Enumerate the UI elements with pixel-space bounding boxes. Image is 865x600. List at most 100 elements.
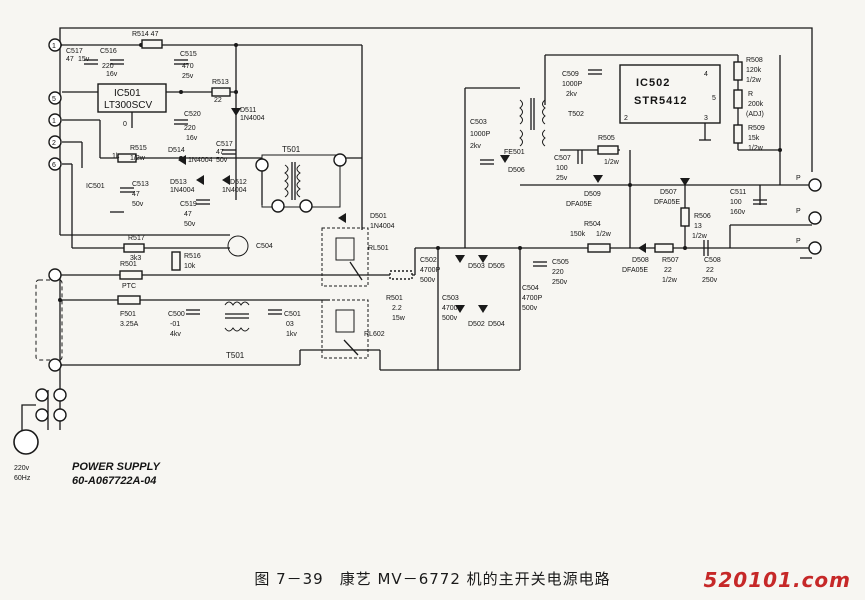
svg-text:C507: C507	[554, 155, 571, 162]
components	[84, 39, 812, 315]
connector-pin: 6	[48, 157, 62, 171]
svg-text:D505: D505	[488, 263, 505, 270]
svg-text:C517: C517	[66, 48, 83, 55]
svg-text:5: 5	[712, 95, 716, 102]
svg-text:1/2w: 1/2w	[662, 277, 678, 284]
svg-text:1N4004: 1N4004	[170, 187, 195, 194]
svg-text:250v: 250v	[702, 277, 718, 284]
svg-text:5: 5	[52, 96, 56, 103]
svg-text:50v: 50v	[184, 221, 196, 228]
svg-text:DFA05E: DFA05E	[622, 267, 648, 274]
svg-text:T501: T501	[226, 351, 245, 360]
svg-text:C515: C515	[180, 51, 197, 58]
svg-text:160v: 160v	[730, 209, 746, 216]
svg-text:47: 47	[66, 56, 74, 63]
connector-pin: 1	[48, 38, 62, 52]
svg-text:15v: 15v	[78, 56, 90, 63]
svg-text:100: 100	[556, 165, 568, 172]
svg-text:R508: R508	[746, 57, 763, 64]
svg-text:R514 47: R514 47	[132, 31, 159, 38]
svg-text:22: 22	[664, 267, 672, 274]
svg-text:2: 2	[624, 115, 628, 122]
svg-text:4700P: 4700P	[420, 267, 441, 274]
svg-text:C509: C509	[562, 71, 579, 78]
relay-rl602	[321, 299, 369, 359]
svg-text:D503: D503	[468, 263, 485, 270]
output-pin: P	[796, 208, 822, 225]
svg-text:C505: C505	[552, 259, 569, 266]
svg-text:D513: D513	[170, 179, 187, 186]
svg-text:22: 22	[706, 267, 714, 274]
svg-text:1/2w: 1/2w	[748, 145, 764, 152]
svg-text:P: P	[796, 208, 801, 215]
svg-text:4700P: 4700P	[442, 305, 463, 312]
svg-text:47: 47	[184, 211, 192, 218]
svg-text:D509: D509	[584, 191, 601, 198]
watermark: 520101.com	[703, 568, 851, 592]
svg-text:500v: 500v	[420, 277, 436, 284]
svg-text:R507: R507	[662, 257, 679, 264]
svg-text:60-A067722A-04: 60-A067722A-04	[72, 475, 156, 487]
svg-text:16v: 16v	[186, 135, 198, 142]
svg-text:LT300SCV: LT300SCV	[104, 100, 153, 111]
svg-text:220v: 220v	[14, 465, 30, 472]
svg-text:T501: T501	[282, 145, 301, 154]
svg-text:1/2w: 1/2w	[692, 233, 708, 240]
connector-pin: 1	[48, 113, 62, 127]
svg-text:R505: R505	[598, 135, 615, 142]
svg-text:C500: C500	[168, 311, 185, 318]
board-label: POWER SUPPLY 60-A067722A-04	[72, 461, 161, 487]
svg-text:220: 220	[552, 269, 564, 276]
svg-text:15k: 15k	[748, 135, 760, 142]
svg-text:D512: D512	[230, 179, 247, 186]
svg-text:1kv: 1kv	[286, 331, 297, 338]
transformer-t502	[519, 98, 546, 147]
svg-text:1/2w: 1/2w	[604, 159, 620, 166]
svg-text:500v: 500v	[522, 305, 538, 312]
svg-text:D511: D511	[240, 107, 256, 114]
svg-text:F501: F501	[120, 311, 136, 318]
ic502: IC502 STR5412 4 5 2 3	[619, 64, 721, 141]
svg-text:470: 470	[182, 63, 194, 70]
svg-text:25v: 25v	[182, 73, 194, 80]
svg-text:IC501: IC501	[86, 183, 105, 190]
svg-text:R501: R501	[386, 295, 403, 302]
svg-text:0: 0	[123, 121, 127, 128]
svg-text:03: 03	[286, 321, 294, 328]
svg-text:220: 220	[184, 125, 196, 132]
svg-text:4: 4	[704, 71, 708, 78]
svg-text:1000P: 1000P	[562, 81, 583, 88]
svg-text:200k: 200k	[748, 101, 764, 108]
svg-text:25v: 25v	[556, 175, 568, 182]
svg-text:C504: C504	[256, 243, 273, 250]
svg-text:D508: D508	[632, 257, 649, 264]
svg-text:10k: 10k	[184, 263, 196, 270]
svg-text:C504: C504	[522, 285, 539, 292]
svg-text:1N4004: 1N4004	[188, 157, 213, 164]
svg-text:R501: R501	[120, 261, 137, 268]
svg-text:DFA05E: DFA05E	[654, 199, 680, 206]
svg-text:R: R	[748, 91, 753, 98]
svg-text:50v: 50v	[216, 157, 228, 164]
svg-text:60Hz: 60Hz	[14, 475, 31, 482]
svg-text:C516: C516	[100, 48, 117, 55]
svg-text:1/2w: 1/2w	[596, 231, 612, 238]
svg-text:1N4004: 1N4004	[240, 115, 265, 122]
svg-text:1/2w: 1/2w	[130, 155, 146, 162]
plug-icon	[13, 429, 39, 455]
svg-text:C503: C503	[470, 119, 487, 126]
svg-text:1N4004: 1N4004	[370, 223, 395, 230]
svg-text:47: 47	[216, 149, 224, 156]
svg-text:15w: 15w	[392, 315, 406, 322]
svg-text:FE501: FE501	[504, 149, 525, 156]
svg-text:3k3: 3k3	[130, 255, 141, 262]
svg-text:120k: 120k	[746, 67, 762, 74]
svg-text:D502: D502	[468, 321, 485, 328]
svg-text:T502: T502	[568, 111, 584, 118]
svg-text:C508: C508	[704, 257, 721, 264]
svg-text:47: 47	[132, 191, 140, 198]
svg-text:P: P	[796, 175, 801, 182]
svg-text:R517: R517	[128, 235, 145, 242]
svg-text:1000P: 1000P	[470, 131, 491, 138]
svg-text:D504: D504	[488, 321, 505, 328]
